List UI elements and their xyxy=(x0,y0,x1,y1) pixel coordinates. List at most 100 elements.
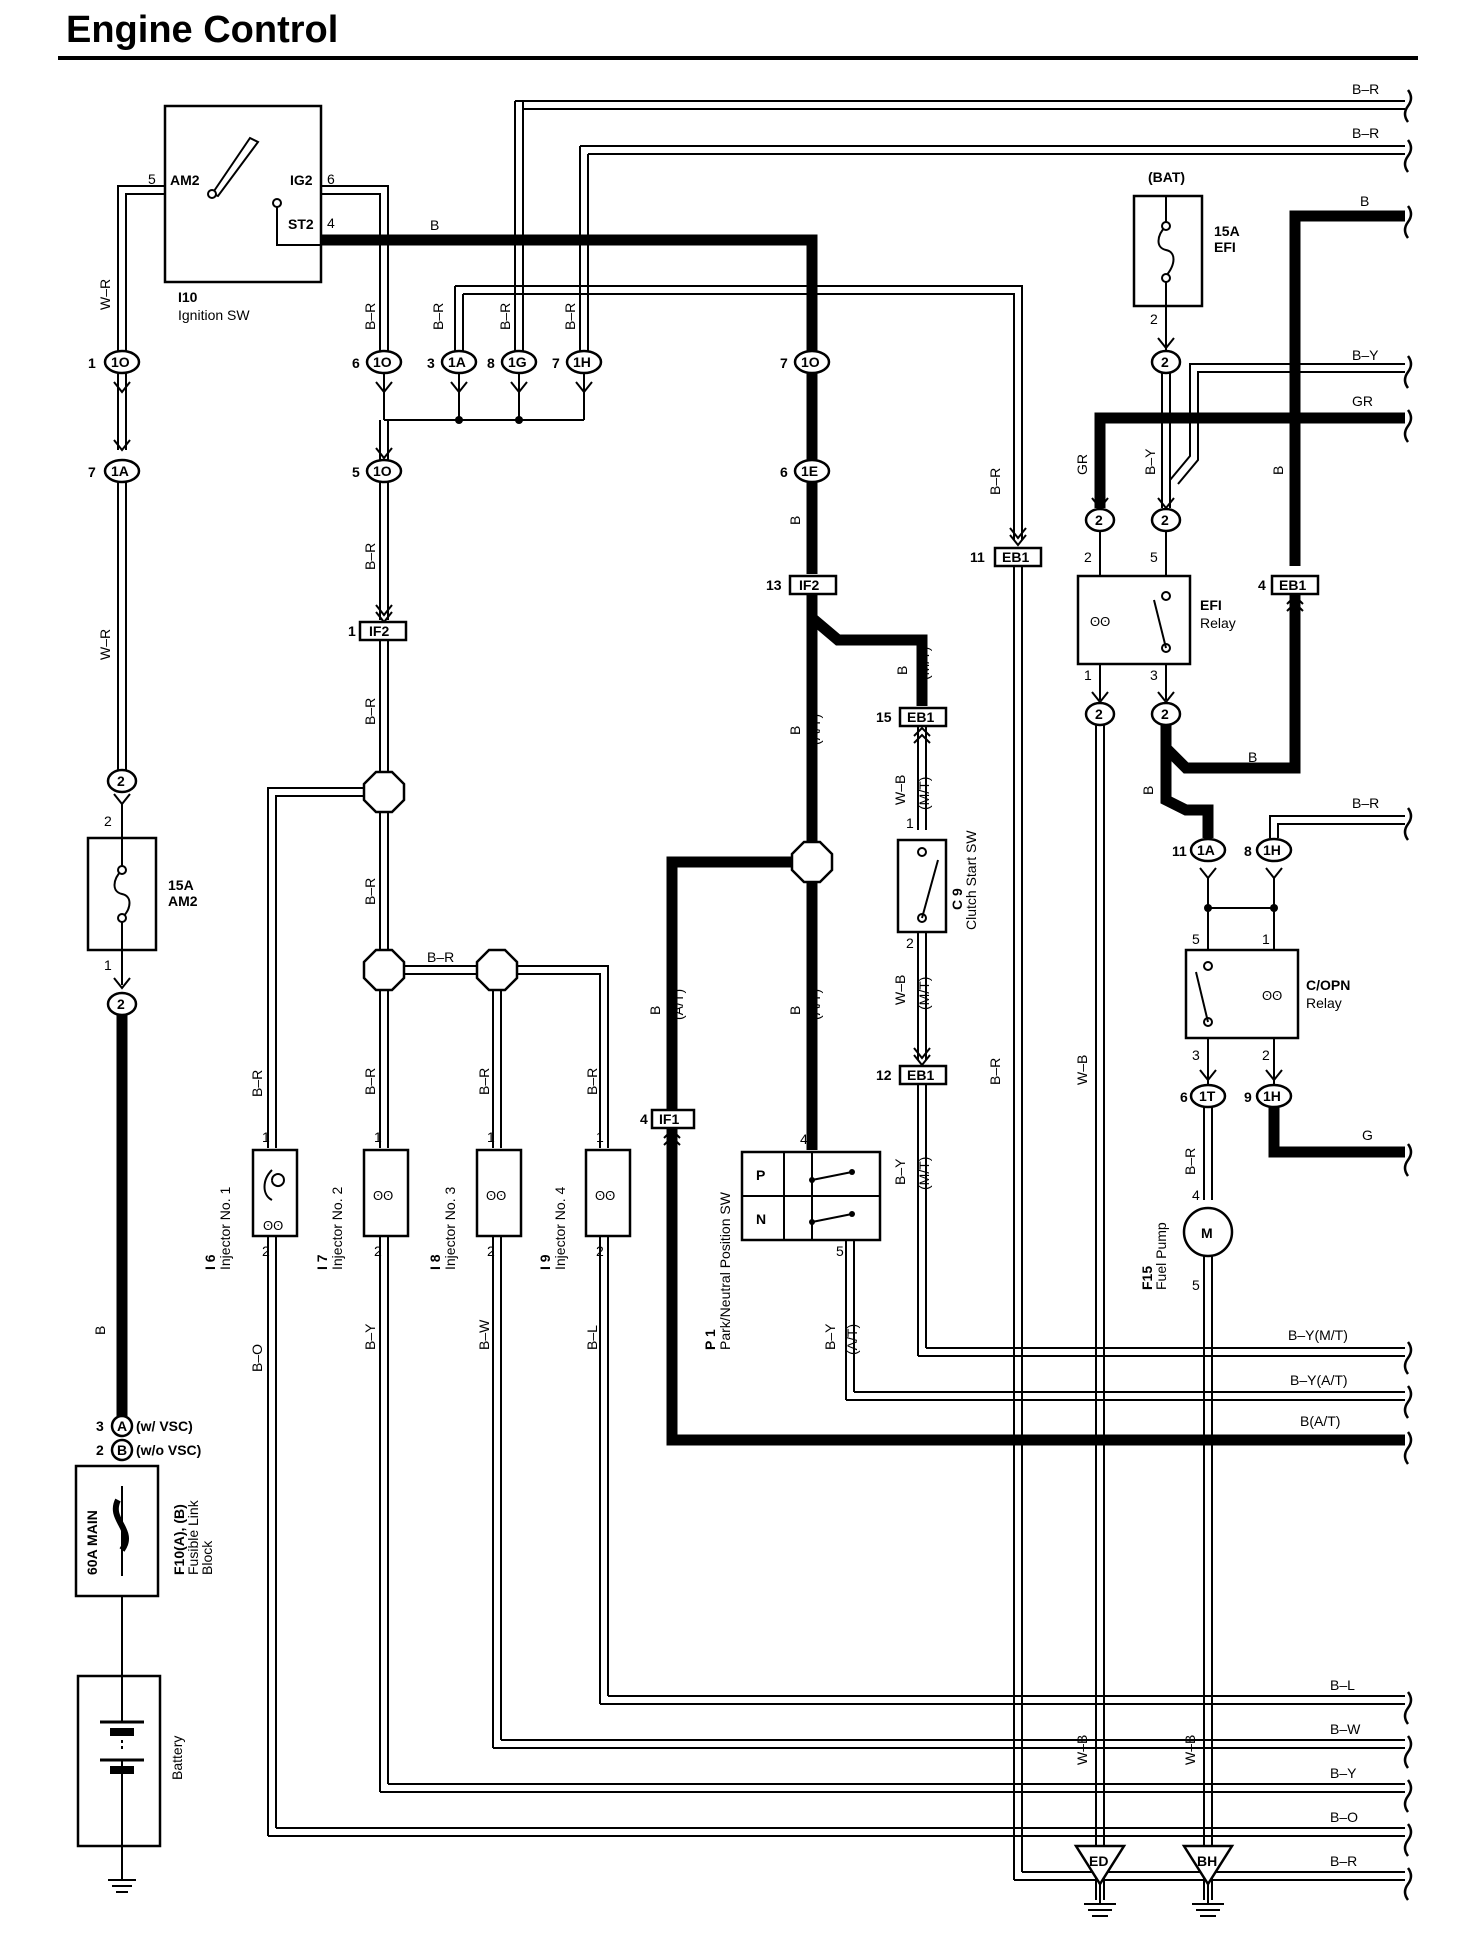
connector-1H-pin9: 1H 9 xyxy=(1244,1083,1293,1109)
splice-junction-2 xyxy=(362,948,406,992)
svg-text:B–Y: B–Y xyxy=(1330,1765,1357,1781)
svg-text:Relay: Relay xyxy=(1306,995,1342,1011)
svg-text:IF2: IF2 xyxy=(799,577,819,593)
svg-text:B: B xyxy=(647,1006,663,1015)
svg-text:IG2: IG2 xyxy=(290,172,313,188)
svg-text:B–Y: B–Y xyxy=(1352,347,1379,363)
svg-text:B–R: B–R xyxy=(987,468,1003,495)
svg-text:1: 1 xyxy=(1262,931,1270,947)
svg-text:EB1: EB1 xyxy=(907,1067,934,1083)
svg-text:B: B xyxy=(894,666,910,675)
connector-1H-pin7: 1H 7 xyxy=(552,349,603,375)
bus-bw xyxy=(493,1739,1405,1749)
svg-text:6: 6 xyxy=(780,464,788,480)
svg-text:IF2: IF2 xyxy=(369,623,389,639)
connector-1A-pin3: 1A 3 xyxy=(427,349,478,375)
svg-text:1E: 1E xyxy=(801,463,818,479)
svg-text:Injector No. 2: Injector No. 2 xyxy=(329,1187,345,1270)
efi-fuse: (BAT) 15A EFI 2 xyxy=(1132,169,1240,350)
svg-text:1H: 1H xyxy=(573,354,591,370)
svg-text:5: 5 xyxy=(148,171,156,187)
svg-text:GR: GR xyxy=(1074,454,1090,475)
splice-junction-1 xyxy=(362,770,406,814)
injector-3: 1 ʘʘ 2 I 8 Injector No. 3 B–W xyxy=(427,1129,523,1748)
connector-1A-pin11: 1A 11 xyxy=(1172,837,1227,863)
svg-text:2: 2 xyxy=(1095,512,1103,528)
svg-text:C 9: C 9 xyxy=(949,888,965,910)
coil-glyph: ʘʘ xyxy=(595,1188,615,1203)
connector-IF2-pin1: IF2 1 xyxy=(348,620,408,642)
svg-text:2: 2 xyxy=(487,1243,495,1259)
svg-text:Block: Block xyxy=(199,1540,215,1575)
svg-text:1O: 1O xyxy=(373,354,392,370)
svg-text:W–B: W–B xyxy=(1182,1735,1198,1765)
svg-text:1: 1 xyxy=(88,355,96,371)
right-edge-breaks xyxy=(1403,89,1413,1901)
svg-text:IF1: IF1 xyxy=(659,1111,679,1127)
svg-text:(M/T): (M/T) xyxy=(916,1157,932,1190)
svg-text:1: 1 xyxy=(348,623,356,639)
copn-relay: 5 1 ʘʘ C/OPN Relay 3 2 xyxy=(1184,931,1350,1086)
svg-text:5: 5 xyxy=(1150,549,1158,565)
wire-label-br-top2: B–R xyxy=(1352,125,1379,141)
svg-text:1: 1 xyxy=(374,1129,382,1145)
svg-text:2: 2 xyxy=(96,1442,104,1458)
svg-text:BH: BH xyxy=(1197,1853,1217,1869)
svg-text:Relay: Relay xyxy=(1200,615,1236,631)
svg-text:6: 6 xyxy=(1180,1089,1188,1105)
by-right xyxy=(1169,363,1405,485)
svg-text:P 1: P 1 xyxy=(702,1329,718,1350)
svg-text:W–B: W–B xyxy=(1074,1055,1090,1085)
connector-1O-pin7: 1O 7 xyxy=(780,349,831,375)
svg-text:Battery: Battery xyxy=(169,1736,185,1780)
br-bus-1A xyxy=(454,285,1023,540)
svg-text:2: 2 xyxy=(1262,1047,1270,1063)
svg-text:F10(A), (B): F10(A), (B) xyxy=(171,1504,187,1575)
connector-EB1-pin15: EB1 15 xyxy=(876,706,948,728)
svg-text:B–W: B–W xyxy=(476,1319,492,1350)
svg-text:8: 8 xyxy=(1244,843,1252,859)
ground-ed: ED xyxy=(1073,1844,1127,1917)
svg-text:B–O: B–O xyxy=(1330,1809,1358,1825)
svg-text:I 9: I 9 xyxy=(537,1254,553,1270)
connector-1O-pin5: 1O 5 xyxy=(352,458,403,484)
svg-text:B–R: B–R xyxy=(987,1058,1003,1085)
svg-text:2: 2 xyxy=(117,996,125,1012)
relay-coil-glyph: ʘʘ xyxy=(1262,988,1282,1003)
svg-text:Injector No. 1: Injector No. 1 xyxy=(217,1187,233,1270)
connector-2-relay-1: 2 xyxy=(1084,701,1116,727)
svg-text:AM2: AM2 xyxy=(170,172,200,188)
svg-text:B: B xyxy=(117,1442,127,1458)
svg-text:9: 9 xyxy=(1244,1089,1252,1105)
svg-text:2: 2 xyxy=(262,1243,270,1259)
connector-2-am2-bottom: 2 xyxy=(106,991,138,1017)
svg-text:(A/T): (A/T) xyxy=(807,714,823,745)
svg-text:(BAT): (BAT) xyxy=(1148,169,1185,185)
svg-text:6: 6 xyxy=(352,355,360,371)
svg-text:B(A/T): B(A/T) xyxy=(1300,1413,1340,1429)
svg-text:AM2: AM2 xyxy=(168,893,198,909)
svg-text:15A: 15A xyxy=(168,877,194,893)
connector-IF2-pin13: IF2 13 xyxy=(766,574,838,596)
junction-bar xyxy=(383,373,585,421)
svg-text:11: 11 xyxy=(970,549,985,565)
coil-glyph: ʘʘ xyxy=(373,1188,393,1203)
b-relay-loop xyxy=(1162,594,1301,774)
wr-label-1: W–R xyxy=(97,279,113,310)
ground-bh: BH xyxy=(1181,1844,1235,1917)
svg-text:Park/Neutral Position SW: Park/Neutral Position SW xyxy=(717,1191,733,1350)
svg-text:B–Y(A/T): B–Y(A/T) xyxy=(1290,1372,1348,1388)
connector-1T-pin6: 1T 6 xyxy=(1180,1083,1227,1109)
svg-text:(A/T): (A/T) xyxy=(670,989,686,1020)
svg-text:5: 5 xyxy=(1192,931,1200,947)
svg-text:2: 2 xyxy=(117,773,125,789)
svg-text:7: 7 xyxy=(552,355,560,371)
connector-2-relay-3: 2 xyxy=(1150,701,1182,727)
svg-text:3: 3 xyxy=(427,355,435,371)
svg-text:8: 8 xyxy=(487,355,495,371)
svg-text:B–R: B–R xyxy=(362,543,378,570)
svg-text:B–R: B–R xyxy=(476,1068,492,1095)
svg-text:4: 4 xyxy=(1192,1187,1200,1203)
injector34-feed xyxy=(404,965,609,1148)
svg-text:(M/T): (M/T) xyxy=(916,647,932,680)
